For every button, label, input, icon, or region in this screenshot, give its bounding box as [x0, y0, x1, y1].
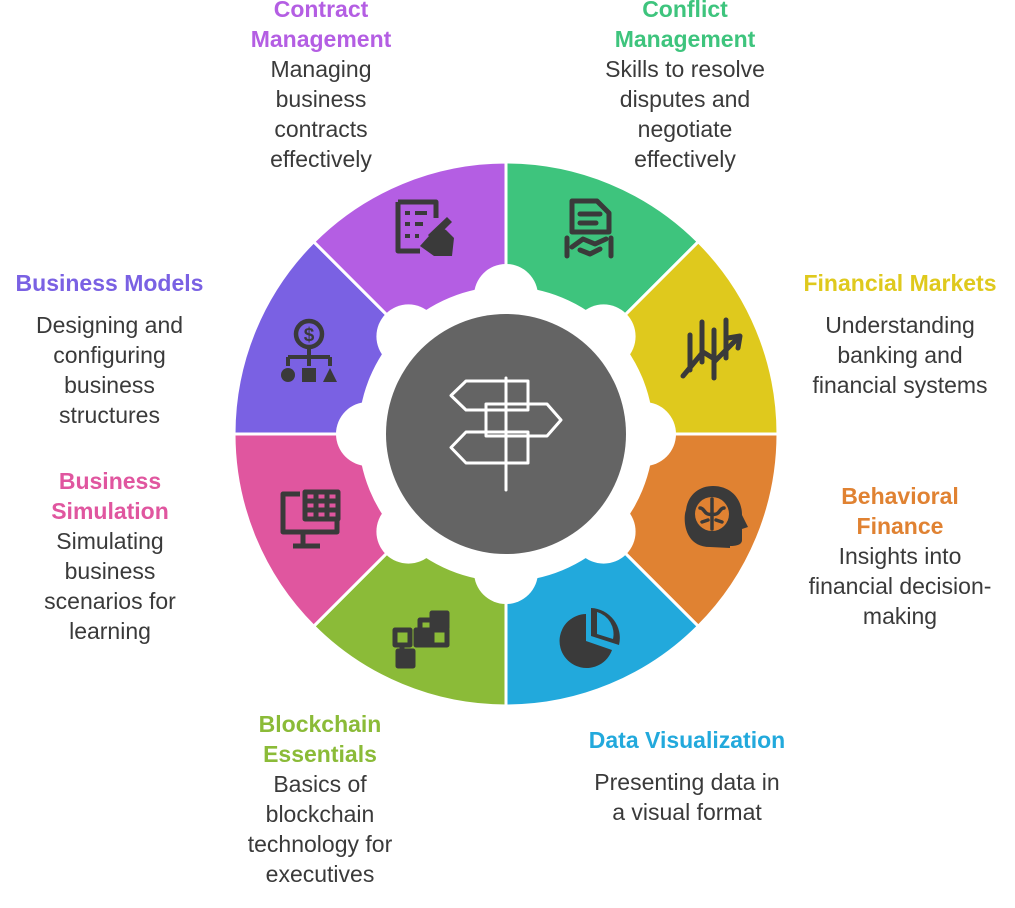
signpost-icon	[449, 376, 563, 492]
label-title: Financial Markets	[803, 270, 997, 296]
label-title: Data Visualization	[588, 727, 786, 753]
blockchain-icon	[392, 610, 450, 669]
segment-contract-management	[311, 160, 508, 333]
org-structure-icon: $	[281, 318, 337, 382]
label-title: Business Models	[15, 270, 204, 296]
brain-head-icon	[684, 486, 748, 548]
handshake-contract-icon	[564, 198, 614, 259]
pie-chart-icon	[559, 608, 620, 668]
monitor-grid-icon	[280, 489, 341, 549]
contract-sign-icon	[395, 199, 454, 256]
svg-text:$: $	[304, 325, 315, 346]
market-chart-icon	[680, 317, 743, 381]
